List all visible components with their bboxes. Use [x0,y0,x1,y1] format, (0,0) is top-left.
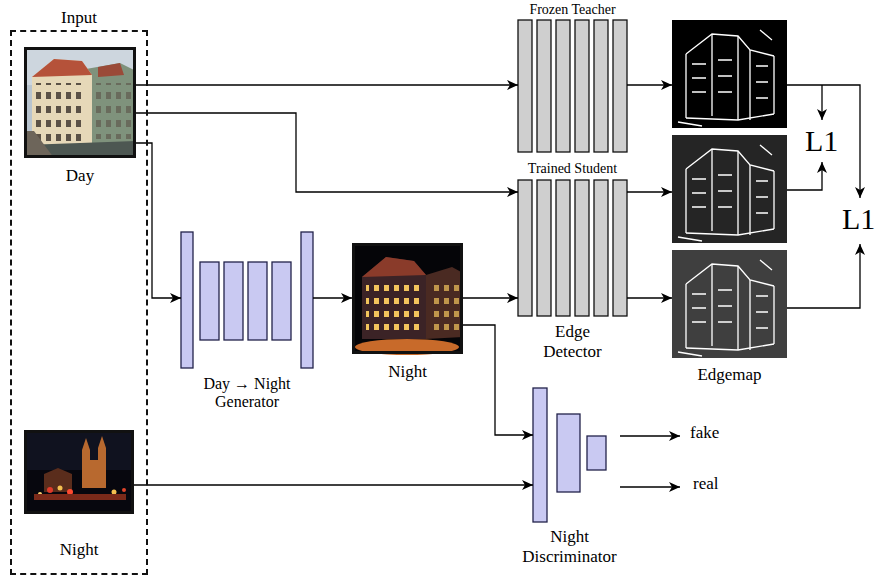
connector-arrow [136,113,518,192]
connector-arrow [136,84,518,85]
free-label: real [693,475,718,494]
node-label: Day → Night Generator [177,375,317,412]
node-label: Trained Student [488,161,657,177]
connector-arrow [463,325,533,435]
connector-arrow [463,297,518,298]
network-node: Trained StudentEdge Detector [518,180,627,316]
node-label: Night [332,362,483,382]
free-label: L1 [805,124,838,157]
connector-arrow [313,297,352,298]
free-label: L1 [842,202,875,235]
node-label: Day [0,166,166,186]
loss-arrows [620,85,860,487]
day-photo [24,47,136,158]
generated-night-photo [352,243,463,355]
connector-arrow [627,84,672,85]
network-node: Frozen Teacher [518,20,627,152]
discriminator-network [533,388,606,522]
network-node: Day → Night Generator [181,232,313,368]
edgemap-node: Edgemap [672,250,787,358]
network-node: Night Discriminator [533,388,606,522]
edgemap-node [672,20,787,128]
connector-arrow [136,143,181,298]
image-node: Day [24,47,136,158]
node-label: Input [12,8,146,28]
node-label: Edgemap [662,365,797,385]
generator-network [181,232,313,368]
node-label: Night [0,540,164,560]
image-node: Night [352,243,463,354]
connector-arrow [627,297,672,298]
night-photo [24,430,134,514]
edgemap-node [672,135,787,243]
node-label: Frozen Teacher [488,2,657,18]
teacher-network [518,20,627,152]
connector-arrow [627,191,672,192]
student-network [518,180,627,316]
edgemap-images [672,20,787,358]
node-label: Edge Detector [531,322,615,361]
input-group: InputDayNight [10,30,148,575]
free-label: fake [690,424,719,443]
node-label: Night Discriminator [515,527,625,566]
image-node: Night [24,430,134,514]
connector-arrow [134,484,533,485]
